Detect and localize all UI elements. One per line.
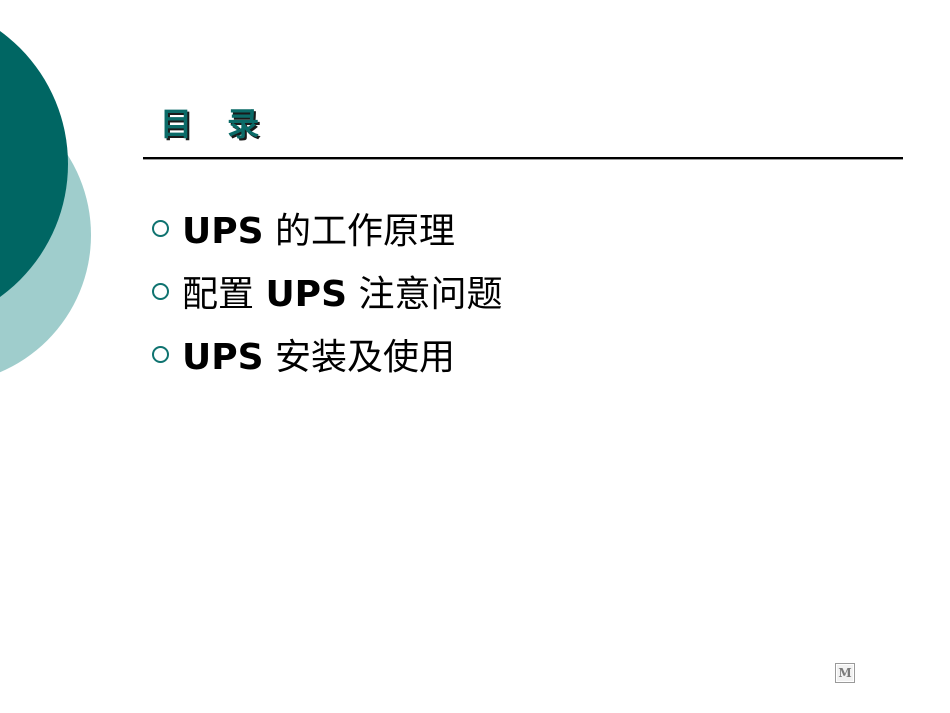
- toc-item-ups-principle: UPS 的工作原理: [152, 196, 502, 259]
- slide-menu-button[interactable]: M: [835, 663, 855, 683]
- toc-item-ups-config: 配置 UPS 注意问题: [152, 259, 502, 322]
- slide-title: 目 录: [160, 105, 272, 143]
- hollow-circle-bullet-icon: [152, 346, 169, 363]
- toc-item-label: 配置 UPS 注意问题: [182, 273, 503, 315]
- hollow-circle-bullet-icon: [152, 220, 169, 237]
- menu-icon: M: [838, 666, 852, 680]
- toc-item-ups-install: UPS 安装及使用: [152, 322, 502, 385]
- title-divider: [143, 157, 903, 159]
- hollow-circle-bullet-icon: [152, 283, 169, 300]
- toc-item-label: UPS 的工作原理: [182, 210, 455, 252]
- toc-item-label: UPS 安装及使用: [182, 336, 455, 378]
- toc-list: UPS 的工作原理 配置 UPS 注意问题 UPS 安装及使用: [152, 196, 502, 385]
